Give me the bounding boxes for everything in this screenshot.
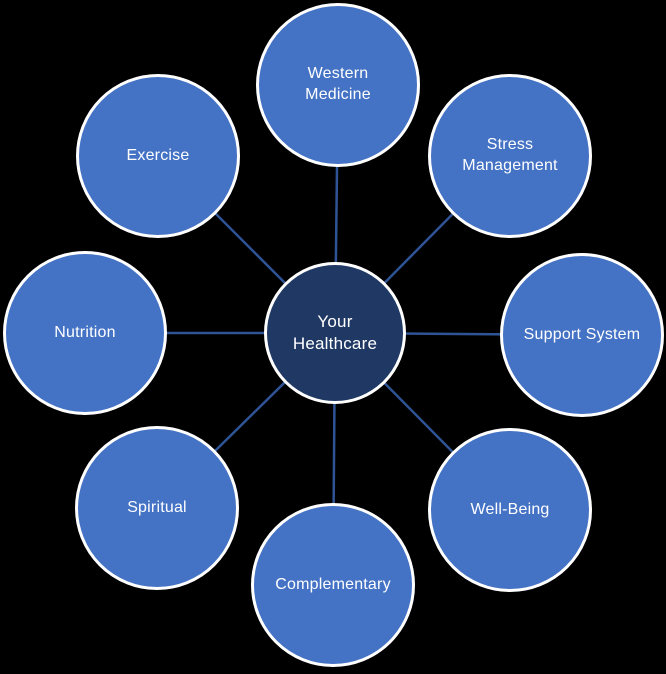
node-label: Exercise [126, 146, 190, 164]
diagram-node-stress-management: Stress Management [428, 74, 592, 238]
diagram-node-nutrition: Nutrition [3, 251, 167, 415]
diagram-node-spiritual: Spiritual [75, 426, 239, 590]
diagram-node-complementary: Complementary [251, 503, 415, 667]
node-label: Support System [523, 325, 641, 343]
diagram-node-exercise: Exercise [76, 74, 240, 238]
hub-label: Your Healthcare [292, 311, 378, 353]
diagram-hub-your-healthcare: Your Healthcare [264, 262, 406, 404]
node-label: Stress Management [462, 136, 558, 174]
node-label: Nutrition [54, 323, 116, 341]
diagram-node-western-medicine: Western Medicine [256, 3, 420, 167]
diagram-node-support-system: Support System [500, 253, 664, 417]
node-label: Complementary [275, 575, 391, 593]
node-label: Well-Being [470, 500, 550, 518]
node-label: Spiritual [127, 498, 187, 516]
node-label: Western Medicine [305, 65, 371, 103]
diagram-node-well-being: Well-Being [428, 428, 592, 592]
